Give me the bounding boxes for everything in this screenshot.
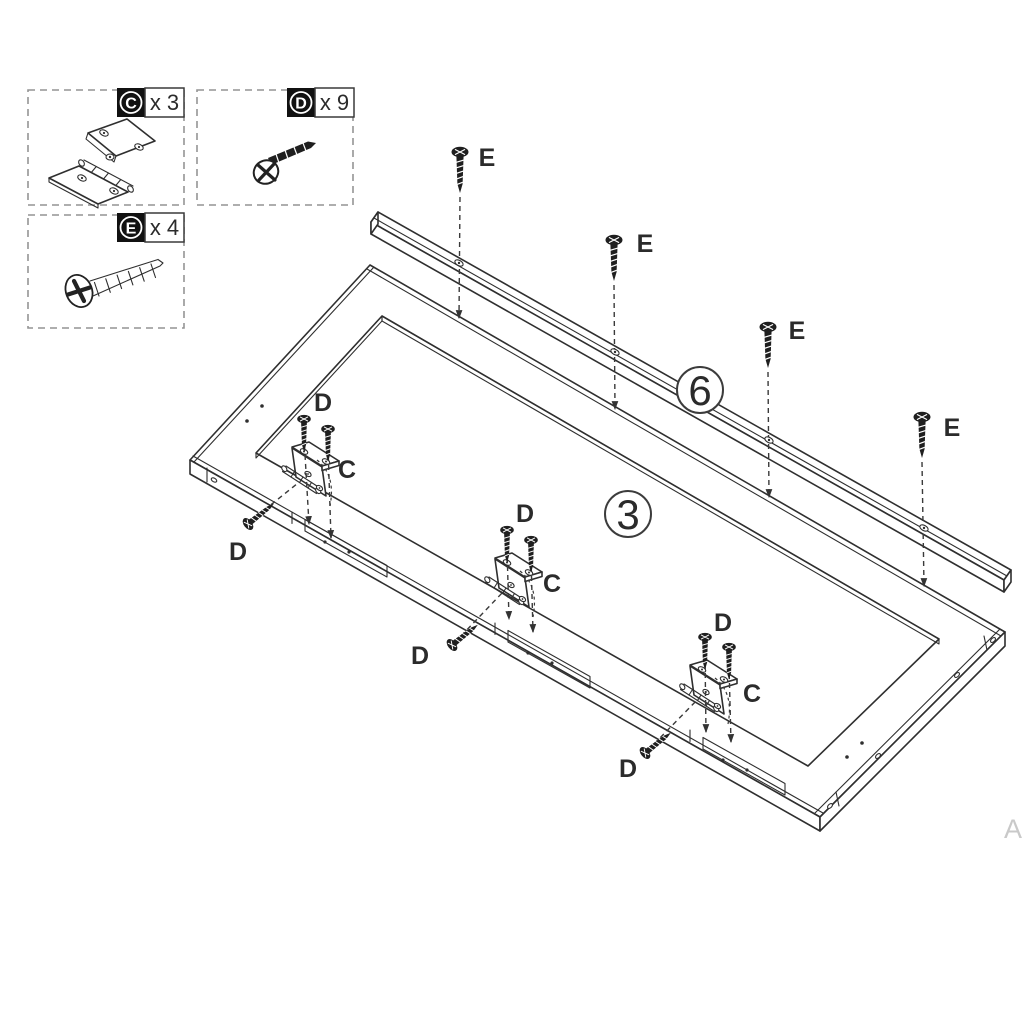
callout-e-label: E (944, 414, 961, 442)
parts-legend: C x 3 D (27, 87, 355, 329)
part-number-rail-text: 6 (688, 367, 711, 414)
watermark: A (1004, 814, 1022, 844)
e-screw-group: E E E E (450, 144, 961, 588)
callout-d-label: D (516, 500, 534, 528)
legend-count-d: x 9 (320, 90, 349, 115)
callout-c-label: C (338, 456, 356, 484)
legend-box-c: C x 3 (27, 87, 185, 209)
legend-count-c: x 3 (150, 90, 179, 115)
callout-c-label: C (543, 570, 561, 598)
legend-letter-c: C (125, 96, 137, 113)
callout-d-label: D (229, 538, 247, 566)
callout-e-label: E (479, 144, 496, 172)
legend-letter-d: D (295, 96, 307, 113)
callout-e-label: E (789, 317, 806, 345)
callout-e-label: E (637, 230, 654, 258)
callout-d-label: D (714, 609, 732, 637)
hinge-assembly-3: D C D (619, 609, 786, 796)
legend-count-e: x 4 (150, 215, 179, 240)
long-screw-icon (64, 258, 164, 308)
hinge-assembly-1: D C D (229, 389, 388, 578)
hinge-icon (48, 118, 156, 209)
part-number-frame: 3 (604, 490, 652, 538)
hinge-assembly-2: D C D (411, 500, 591, 689)
callout-d-label: D (314, 389, 332, 417)
short-screw-icon (252, 141, 316, 185)
legend-box-d: D x 9 (196, 87, 355, 206)
callout-d-label: D (619, 755, 637, 783)
callout-d-label: D (411, 642, 429, 670)
callout-c-label: C (743, 680, 761, 708)
legend-letter-e: E (126, 221, 137, 238)
legend-box-e: E x 4 (27, 212, 185, 329)
part-number-frame-text: 3 (616, 491, 639, 538)
part-number-rail: 6 (676, 366, 724, 414)
